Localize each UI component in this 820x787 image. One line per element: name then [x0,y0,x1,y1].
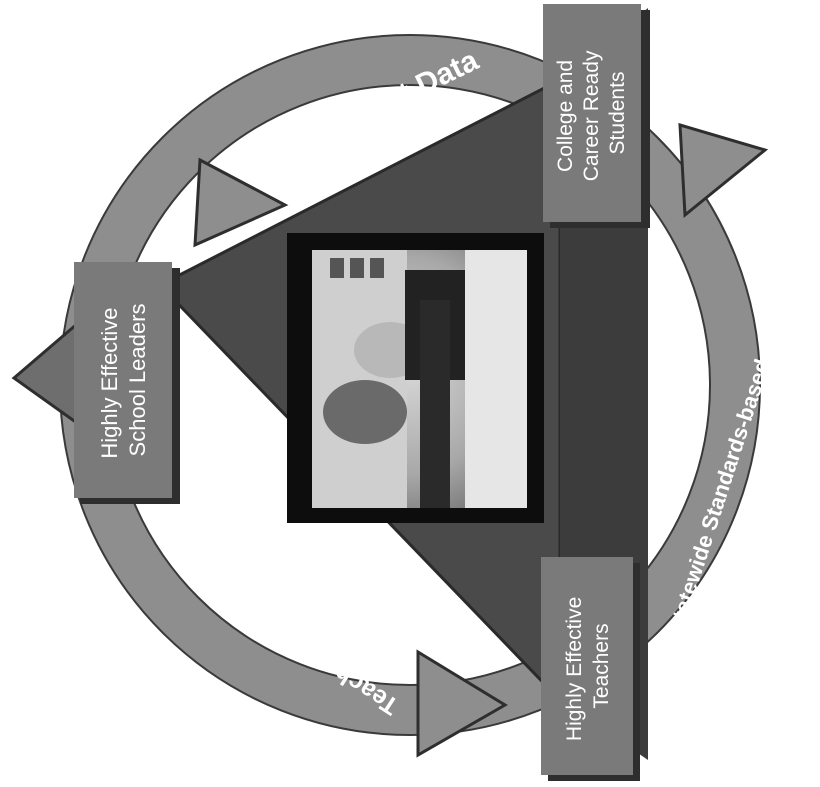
classroom-photo [312,250,527,508]
school-leaders-box [74,262,172,498]
teachers-box [541,557,633,775]
students-label: College and Career Ready Students [554,45,629,182]
students-box [543,4,641,222]
arrowhead-top-left [193,157,289,248]
school-leaders-label: Highly Effective School Leaders [97,301,150,458]
arrowhead-top-right [678,122,769,219]
teachers-label: Highly Effective Teachers [563,591,613,741]
arrowhead-bottom [416,649,508,758]
